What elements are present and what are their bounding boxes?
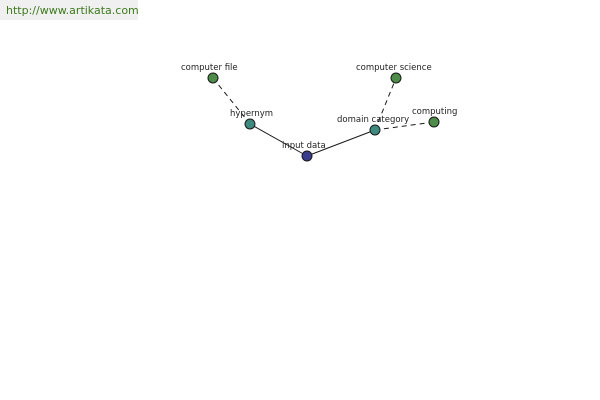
edge-hypernym-computer-file bbox=[212, 77, 251, 125]
node-computer-file[interactable] bbox=[207, 72, 219, 84]
node-hypernym[interactable] bbox=[244, 118, 256, 130]
label-computer-file: computer file bbox=[181, 63, 238, 73]
label-hypernym: hypernym bbox=[230, 109, 273, 119]
label-computing: computing bbox=[412, 107, 457, 117]
edge-input-data-hypernym bbox=[249, 123, 308, 157]
source-url-link[interactable]: http://www.artikata.com bbox=[6, 4, 139, 17]
source-banner: http://www.artikata.com bbox=[0, 0, 139, 20]
edge-input-data-domain-category bbox=[306, 129, 376, 157]
label-computer-science: computer science bbox=[356, 63, 432, 73]
node-computer-science[interactable] bbox=[390, 72, 402, 84]
label-input-data: input data bbox=[282, 141, 326, 151]
edge-domain-category-computing bbox=[374, 121, 435, 131]
node-computing[interactable] bbox=[428, 116, 440, 128]
node-domain-category[interactable] bbox=[369, 124, 381, 136]
label-domain-category: domain category bbox=[337, 115, 409, 125]
edge-domain-category-computer-science bbox=[374, 77, 397, 131]
node-input-data[interactable] bbox=[301, 150, 313, 162]
